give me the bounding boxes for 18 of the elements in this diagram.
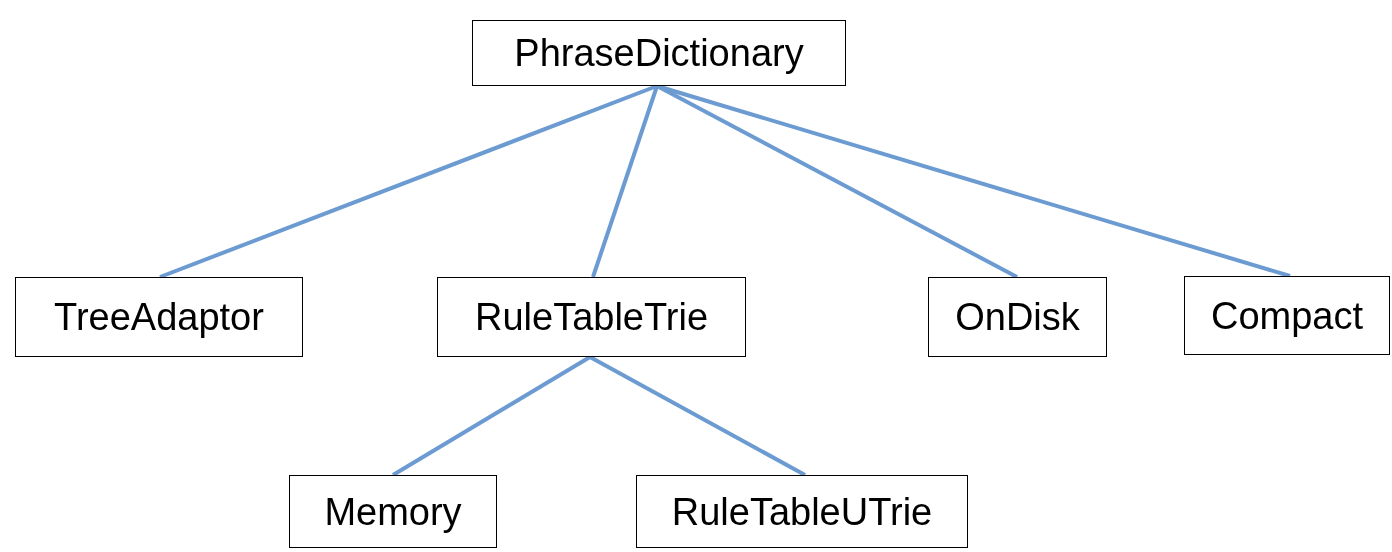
connector-line [391,355,592,477]
class-name: RuleTableTrie [475,298,708,336]
class-box [437,277,746,357]
class-box [1184,276,1390,355]
class-box [15,277,303,357]
class-box [289,475,497,548]
class-box [636,475,968,548]
class-name: Memory [324,492,462,531]
class-box [928,277,1107,357]
class-name: OnDisk [955,298,1080,336]
class-box [472,20,846,86]
class-name: RuleTableUTrie [671,492,933,531]
class-name: TreeAdaptor [54,298,264,336]
connector-line [159,84,658,279]
class-name: PhraseDictionary [514,34,804,72]
connector-line [591,85,659,278]
class-name: Compact [1210,296,1364,335]
connector-line [589,355,806,477]
